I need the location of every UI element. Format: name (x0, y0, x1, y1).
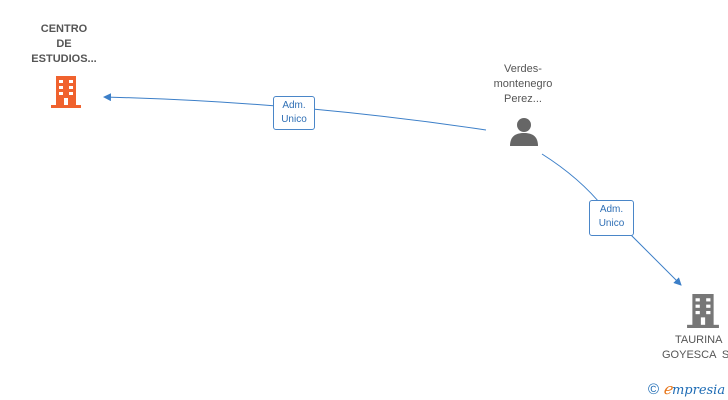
building-icon[interactable] (687, 294, 719, 328)
company-centro-label-line-1: CENTRO (40, 23, 88, 35)
copyright-symbol: © (648, 381, 660, 398)
edge-label-line-1: Adm. (282, 100, 306, 111)
edge-label-adm-unico[interactable]: Adm. Unico (589, 200, 634, 236)
edge-label-line-2: Unico (598, 218, 625, 229)
company-taurina-label-line-2: GOYESCA S (662, 349, 728, 361)
person-label-line-2: montenegro (493, 78, 553, 90)
empresia-watermark: ©ℯmpresia (648, 380, 725, 398)
brand-logo: ℯmpresia (663, 380, 726, 398)
person-label-line-1: Verdes- (504, 63, 542, 75)
company-centro-label-line-3: ESTUDIOS... (31, 53, 97, 65)
edge-label-line-1: Adm. (599, 204, 624, 215)
company-centro-label[interactable]: CENTRO DE ESTUDIOS... (14, 22, 114, 67)
person-label-line-3: Perez... (504, 93, 542, 105)
company-centro-label-line-2: DE (56, 38, 72, 50)
building-icon[interactable] (51, 76, 81, 108)
person-icon[interactable] (509, 117, 539, 147)
company-taurina-label[interactable]: TAURINA GOYESCA S (660, 333, 728, 363)
person-label[interactable]: Verdes- montenegro Perez... (464, 62, 582, 107)
company-taurina-label-line-1: TAURINA (675, 334, 723, 346)
brand-logo-rest: mpresia (671, 383, 726, 398)
brand-logo-initial: ℯ (663, 380, 672, 398)
edge-label-line-2: Unico (281, 114, 307, 125)
edge-label-adm-unico[interactable]: Adm. Unico (273, 96, 315, 130)
